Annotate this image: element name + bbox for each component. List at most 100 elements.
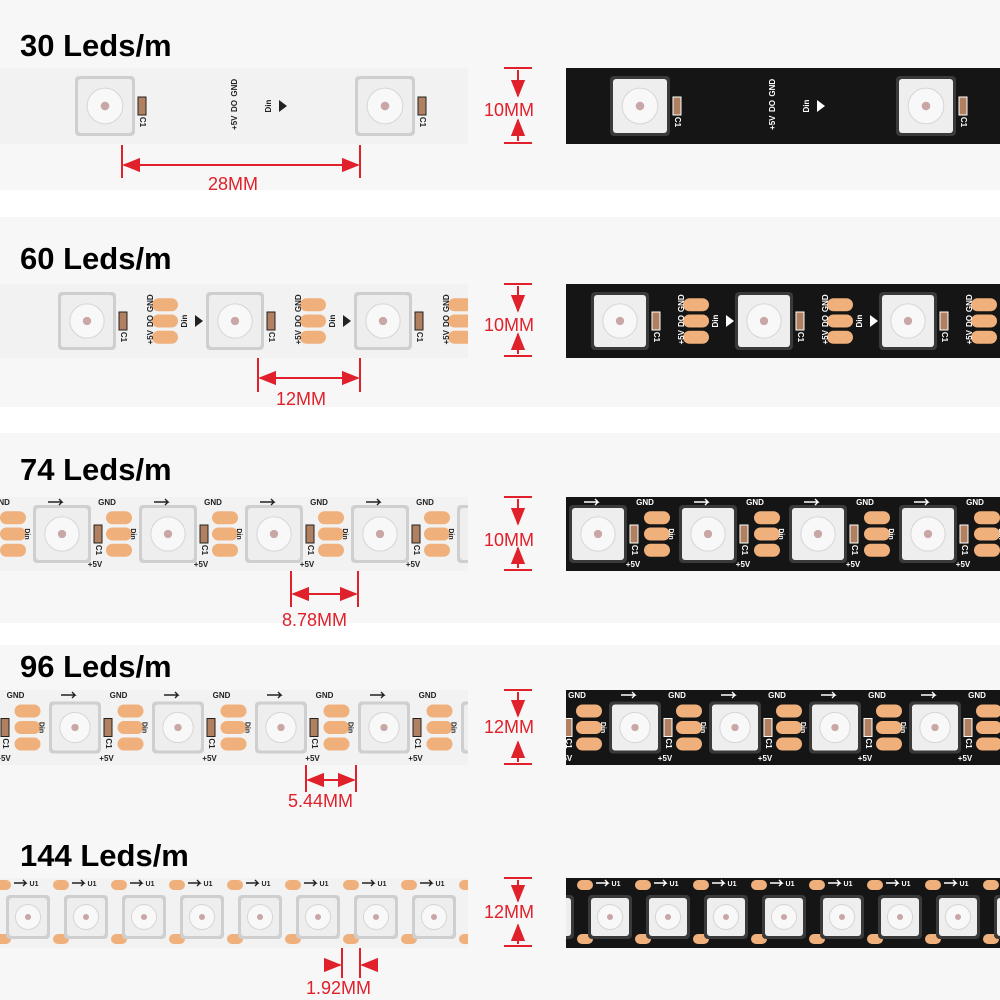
svg-text:U1: U1 (786, 881, 795, 888)
svg-text:GND: GND (568, 691, 586, 700)
svg-text:GND: GND (746, 498, 764, 507)
svg-text:GND: GND (98, 498, 116, 507)
svg-text:Din: Din (997, 528, 1000, 539)
svg-text:GND: GND (310, 498, 328, 507)
svg-text:Din: Din (347, 722, 354, 733)
svg-text:+5V: +5V (768, 115, 777, 130)
svg-text:Din: Din (855, 314, 864, 327)
svg-text:GND: GND (821, 294, 830, 312)
svg-text:U1: U1 (204, 881, 213, 888)
svg-text:U1: U1 (670, 881, 679, 888)
led-chip: U1 (646, 879, 709, 944)
svg-text:Din: Din (235, 528, 242, 539)
svg-text:C1: C1 (310, 738, 319, 749)
svg-text:Din: Din (141, 722, 148, 733)
width-label: 12MM (484, 902, 535, 922)
svg-text:GND: GND (968, 691, 986, 700)
svg-text:+5V: +5V (408, 754, 423, 763)
pitch-label: 8.78MM (282, 610, 348, 630)
svg-text:C1: C1 (796, 332, 805, 343)
svg-text:Din: Din (802, 99, 811, 112)
svg-text:GND: GND (677, 294, 686, 312)
svg-text:U1: U1 (378, 881, 387, 888)
svg-text:U1: U1 (88, 881, 97, 888)
svg-text:Din: Din (777, 528, 784, 539)
svg-text:Din: Din (341, 528, 348, 539)
row-title: 60 Leds/m (20, 241, 172, 276)
svg-text:GND: GND (204, 498, 222, 507)
width-label: 12MM (484, 717, 535, 737)
svg-text:DO: DO (821, 315, 830, 327)
black-led-strip: C1GND+5VDinC1GND+5VDinC1GND+5VDinC1GND+5… (566, 690, 1000, 765)
svg-text:+5V: +5V (956, 560, 971, 569)
svg-text:Din: Din (23, 528, 30, 539)
svg-text:C1: C1 (138, 117, 147, 128)
svg-text:GND: GND (294, 294, 303, 312)
svg-text:Din: Din (129, 528, 136, 539)
width-label: 10MM (484, 315, 535, 335)
svg-text:+5V: +5V (736, 560, 751, 569)
svg-text:+5V: +5V (626, 560, 641, 569)
svg-text:GND: GND (416, 498, 434, 507)
svg-text:+5V: +5V (677, 329, 686, 344)
svg-text:C1: C1 (664, 738, 673, 749)
svg-text:Din: Din (328, 314, 337, 327)
svg-text:GND: GND (768, 691, 786, 700)
row-title: 30 Leds/m (20, 28, 172, 63)
pitch-label: 1.92MM (306, 978, 372, 998)
led-chip: U1 (64, 879, 127, 944)
svg-text:DO: DO (230, 100, 239, 112)
svg-text:DO: DO (146, 315, 155, 327)
svg-text:C1: C1 (94, 545, 103, 556)
led-chip: U1 (6, 879, 69, 944)
svg-text:U1: U1 (436, 881, 445, 888)
pitch-label: 12MM (276, 389, 327, 409)
svg-text:GND: GND (768, 79, 777, 97)
svg-text:+5V: +5V (99, 754, 114, 763)
svg-text:GND: GND (442, 294, 451, 312)
led-chip: C1 +5V DO GND Din (735, 292, 878, 350)
svg-text:C1: C1 (959, 117, 968, 128)
svg-text:U1: U1 (612, 881, 621, 888)
white-led-strip: C1+5VDOGNDDinC1+5VDOGNDDinC1+5VDOGNDDinC… (0, 284, 468, 358)
svg-text:DO: DO (294, 315, 303, 327)
width-label: 10MM (484, 530, 535, 550)
svg-text:C1: C1 (306, 545, 315, 556)
led-chip: U1 (994, 895, 1000, 939)
svg-text:+5V: +5V (305, 754, 320, 763)
svg-text:C1: C1 (1, 738, 10, 749)
row-title: 96 Leds/m (20, 649, 172, 684)
svg-text:C1: C1 (864, 738, 873, 749)
svg-text:C1: C1 (415, 332, 424, 343)
led-chip: C1 GND +5V Din (245, 498, 348, 569)
svg-text:C1: C1 (960, 545, 969, 556)
svg-text:GND: GND (230, 79, 239, 97)
svg-text:GND: GND (965, 294, 974, 312)
led-chip: U1 (238, 879, 301, 944)
svg-text:GND: GND (7, 691, 25, 700)
svg-text:Din: Din (711, 314, 720, 327)
svg-text:+5V: +5V (821, 329, 830, 344)
svg-text:+5V: +5V (406, 560, 421, 569)
led-chip: U1 (296, 879, 359, 944)
svg-text:+5V: +5V (300, 560, 315, 569)
led-chip: U1 (354, 879, 417, 944)
